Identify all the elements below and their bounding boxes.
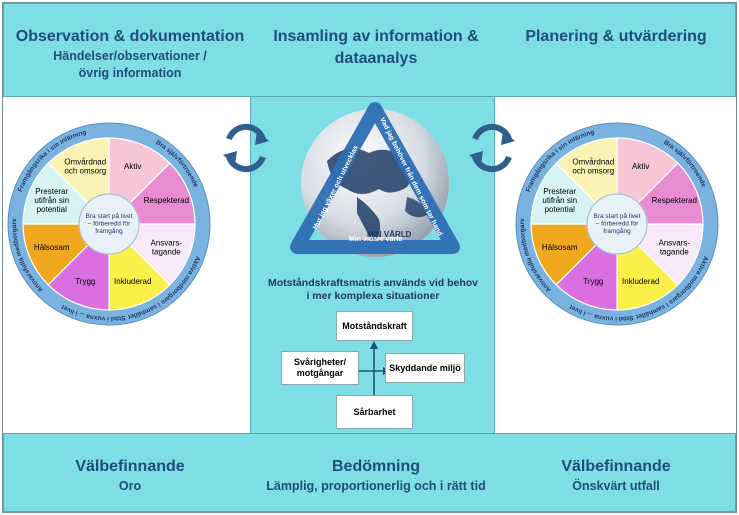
wheel-segment-label: Respekterad [144, 196, 189, 205]
wellbeing-title-right: Välbefinnande [561, 458, 671, 475]
matrix-caption-line2: i mer komplexa situationer [306, 290, 440, 302]
my-world-label: MIN VÄRLD [367, 230, 412, 239]
assessment-footer: Bedömning Lämplig, proportionerlig och i… [256, 456, 496, 495]
wheel-segment-label: Aktiv [124, 162, 141, 171]
wheel-segment-label: Aktiv [632, 162, 649, 171]
assessment-title: Bedömning [332, 458, 420, 475]
wellbeing-concern-footer: Välbefinnande Oro [10, 456, 250, 495]
my-world-triangle-globe: Hur jag växer och utvecklas Vad jag behö… [287, 101, 460, 257]
observation-column-header: Observation & dokumentation Händelser/ob… [10, 26, 250, 82]
concern-label: Oro [118, 479, 142, 493]
wellbeing-outcome-footer: Välbefinnande Önskvärt utfall [496, 456, 736, 495]
wheel-segment-label: Trygg [583, 277, 603, 286]
assessment-subtitle: Lämplig, proportionerlig och i rätt tid [266, 479, 486, 493]
matrix-caption-line1: Motståndskraftsmatris används vid behov [267, 277, 479, 289]
wheel-segment-label: Hälsosam [542, 243, 578, 252]
matrix-adversity-line1: Svårigheter/ [293, 357, 347, 367]
wheel-segment-label: Hälsosam [34, 243, 70, 252]
footer-band: Välbefinnande Oro Bedömning Lämplig, pro… [3, 433, 736, 512]
planning-title: Planering & utvärdering [525, 28, 707, 45]
observation-title: Observation & dokumentation [15, 28, 245, 45]
analysis-title-line2: dataanalys [334, 50, 418, 67]
triangle-bottom-label: Min vidare värld [349, 236, 402, 243]
wellbeing-title-left: Välbefinnande [75, 458, 185, 475]
wheel-segment-label: Inkluderad [114, 277, 151, 286]
observation-subtitle-line2: övrig information [78, 66, 182, 80]
header-band: Observation & dokumentation Händelser/ob… [3, 3, 736, 97]
planning-column-header: Planering & utvärdering [496, 26, 736, 48]
wheel-segment-label: Ansvars-tagande [150, 239, 182, 257]
cycle-arrows-icon-right [469, 123, 515, 173]
desired-outcome-label: Önskvärt utfall [572, 479, 660, 493]
cycle-arrows-icon-left [223, 123, 269, 173]
resilience-matrix-caption: Motståndskraftsmatris används vid behov … [259, 277, 487, 303]
wheel-segment-label: Respekterad [652, 196, 697, 205]
analysis-title-line1: Insamling av information & [273, 28, 479, 45]
wheel-segment-label: Ansvars-tagande [658, 239, 690, 257]
matrix-adversity-box: Svårigheter/ motgångar [281, 351, 359, 385]
analysis-column-header: Insamling av information & dataanalys [256, 26, 496, 70]
wheel-segment-label: Inkluderad [622, 277, 659, 286]
wheel-segment-label: Trygg [75, 277, 95, 286]
matrix-vulnerability-box: Sårbarhet [336, 395, 413, 429]
observation-subtitle-line1: Händelser/observationer / [53, 49, 207, 63]
matrix-resilience-box: Motståndskraft [336, 311, 413, 341]
matrix-protective-environment-box: Skyddande miljö [385, 353, 465, 383]
svg-text:Min vidare värld: Min vidare värld [349, 236, 402, 243]
matrix-adversity-line2: motgångar [296, 368, 344, 378]
